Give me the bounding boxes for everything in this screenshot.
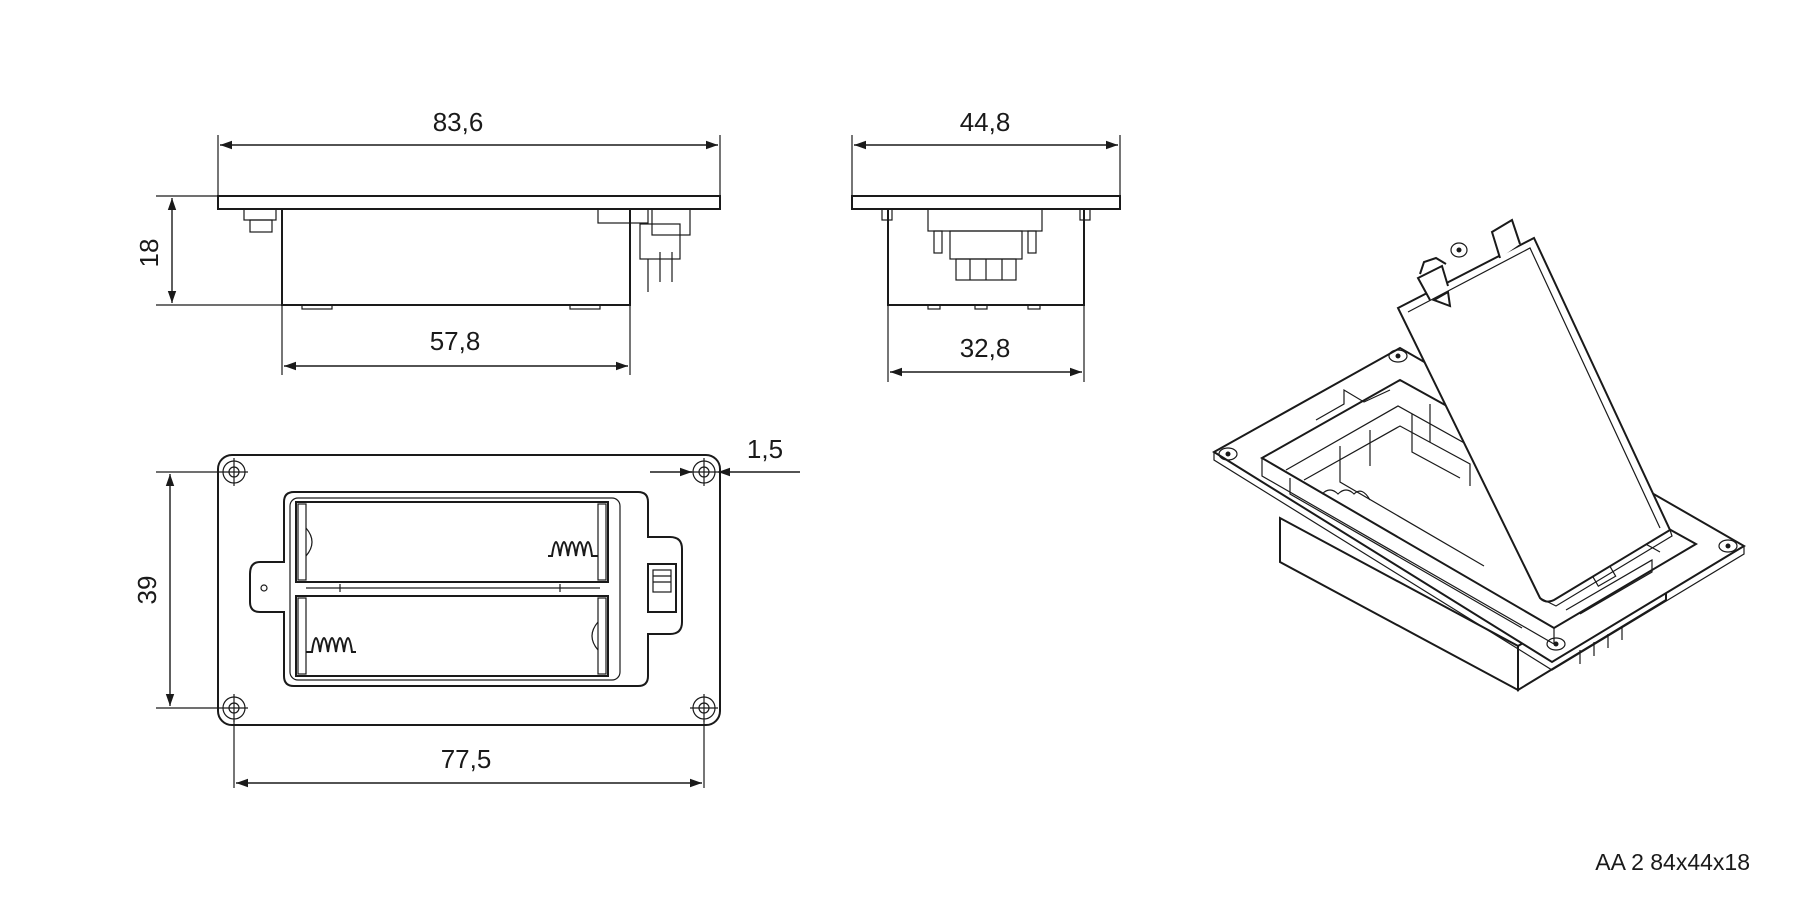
- lid-hole-icon: [1450, 242, 1468, 258]
- battery-slot: [295, 501, 609, 583]
- dim-end-bottom-width: 32,8: [960, 333, 1011, 363]
- mounting-hole-icon: [220, 458, 248, 486]
- mounting-hole-icon: [220, 694, 248, 722]
- isometric-view: [1212, 218, 1746, 692]
- end-view: 44,8 32,8: [851, 107, 1121, 382]
- mounting-hole-icon: [1546, 637, 1566, 651]
- spring-icon: [548, 541, 598, 557]
- product-caption: AA 2 84x44x18: [1595, 849, 1750, 875]
- dim-plan-hole-horizontal: 77,5: [441, 744, 492, 774]
- dim-side-top-width: 83,6: [433, 107, 484, 137]
- dim-end-top-width: 44,8: [960, 107, 1011, 137]
- dim-side-bottom-width: 57,8: [430, 326, 481, 356]
- dim-side-height: 18: [134, 239, 164, 268]
- mounting-hole-icon: [690, 458, 718, 486]
- spring-icon: [306, 637, 356, 653]
- dim-plan-hole-vertical: 39: [132, 576, 162, 605]
- mounting-hole-icon: [690, 694, 718, 722]
- dim-plan-hole-offset: 1,5: [747, 434, 783, 464]
- battery-slot: [295, 595, 609, 677]
- side-view: 83,6 18 57,8: [134, 107, 721, 375]
- mounting-hole-icon: [1388, 349, 1408, 363]
- mounting-hole-icon: [1718, 539, 1738, 553]
- switch-icon: [647, 563, 677, 613]
- plan-view: 1,5 39 77,5: [132, 434, 800, 788]
- mounting-hole-icon: [1218, 447, 1238, 461]
